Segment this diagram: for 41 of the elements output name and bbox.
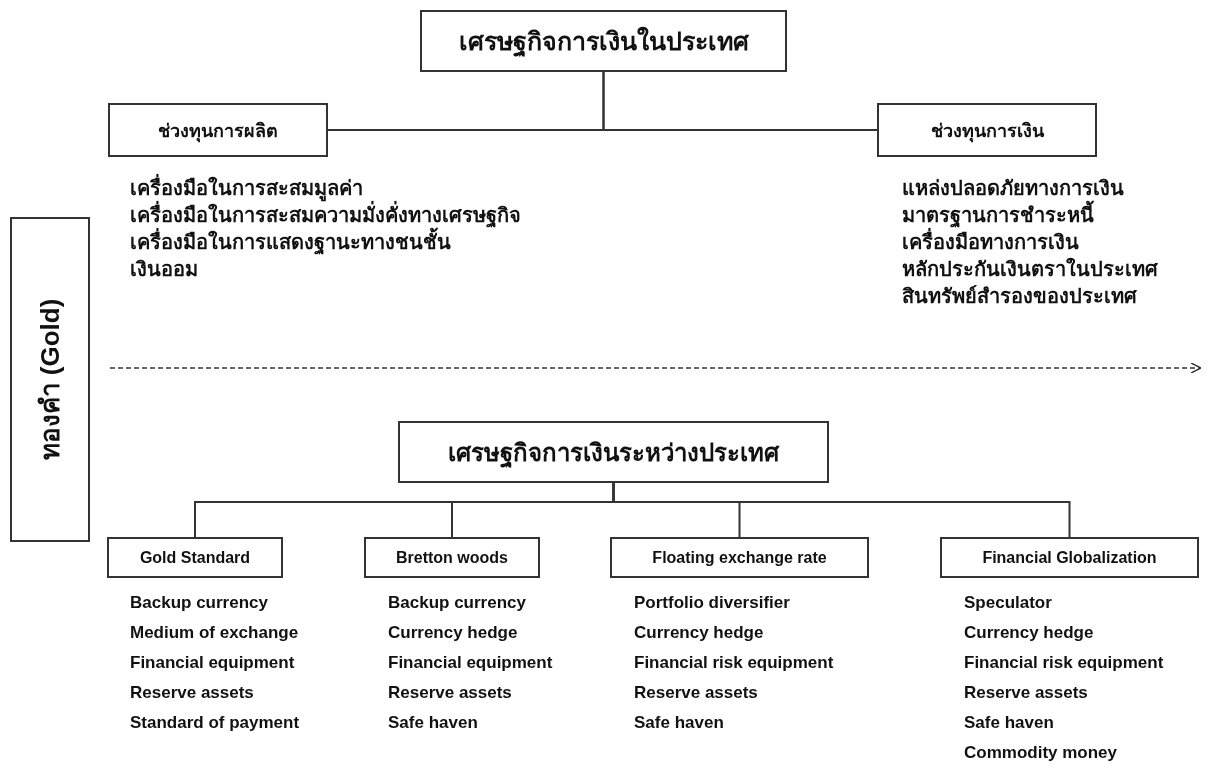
- list-item: สินทรัพย์สำรองของประเทศ: [902, 284, 1138, 309]
- list-item: Medium of exchange: [130, 622, 300, 644]
- list-item: Safe haven: [964, 712, 1055, 734]
- list-item: Backup currency: [388, 592, 527, 614]
- list-item: Reserve assets: [388, 682, 513, 704]
- side-label-box: ทองคำ (Gold): [10, 217, 90, 542]
- list-item: Financial risk equipment: [964, 652, 1164, 674]
- list-item: Financial risk equipment: [634, 652, 834, 674]
- category-box: Bretton woods: [364, 537, 540, 578]
- list-item: Safe haven: [634, 712, 725, 734]
- list-item: Currency hedge: [388, 622, 519, 644]
- list-item: Backup currency: [130, 592, 269, 614]
- list-item: Reserve assets: [130, 682, 255, 704]
- category-box: เศรษฐกิจการเงินระหว่างประเทศ: [398, 421, 829, 483]
- category-box: Financial Globalization: [940, 537, 1199, 578]
- list-item: เงินออม: [130, 257, 199, 282]
- list-item: เครื่องมือในการสะสมความมั่งคั่งทางเศรษฐกิจ: [130, 202, 521, 229]
- list-item: Speculator: [964, 592, 1053, 614]
- list-item: Portfolio diversifier: [634, 592, 791, 614]
- category-box: Floating exchange rate: [610, 537, 869, 578]
- list-item: Standard of payment: [130, 712, 300, 734]
- list-item: Currency hedge: [964, 622, 1095, 644]
- category-box: ช่วงทุนการเงิน: [877, 103, 1097, 157]
- list-item: Commodity money: [964, 742, 1119, 764]
- category-box: ช่วงทุนการผลิต: [108, 103, 328, 157]
- list-item: หลักประกันเงินตราในประเทศ: [902, 256, 1158, 282]
- connector-line: [612, 482, 1071, 538]
- list-item: Reserve assets: [964, 682, 1089, 704]
- list-item: แหล่งปลอดภัยทางการเงิน: [902, 176, 1125, 200]
- list-item: Safe haven: [388, 712, 479, 734]
- category-box: เศรษฐกิจการเงินในประเทศ: [420, 10, 787, 72]
- list-item: Financial equipment: [130, 652, 296, 674]
- list-item: Currency hedge: [634, 622, 765, 644]
- list-item: มาตรฐานการชำระหนี้: [902, 202, 1158, 229]
- list-item: เครื่องมือในการสะสมมูลค่า: [130, 175, 521, 202]
- list-item: Financial equipment: [388, 652, 553, 674]
- list-item: เครื่องมือในการแสดงฐานะทางชนชั้น: [130, 229, 521, 256]
- list-item: Reserve assets: [634, 682, 759, 704]
- connector-line: [602, 71, 878, 131]
- list-item: เครื่องมือทางการเงิน: [902, 229, 1158, 256]
- category-box: Gold Standard: [107, 537, 283, 578]
